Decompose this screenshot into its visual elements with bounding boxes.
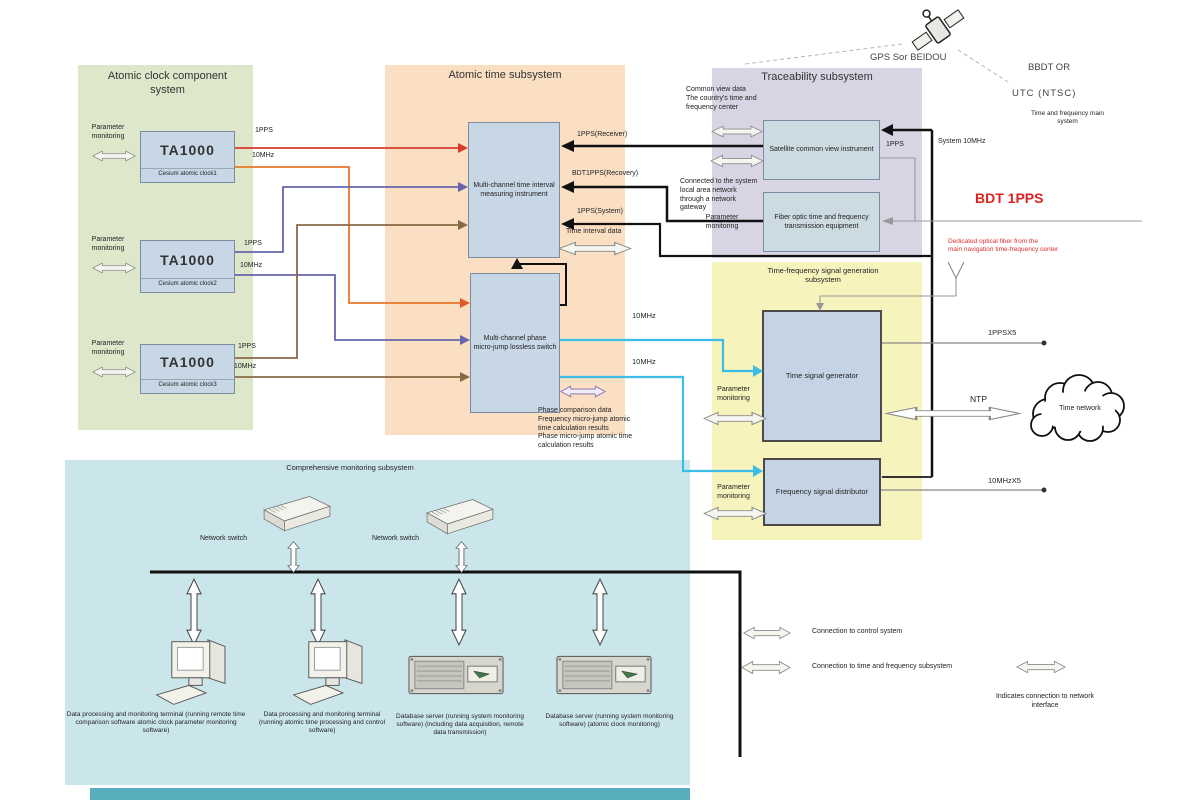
label-phase-comparison-note: Phase comparison data Frequency micro-ju… <box>538 407 633 449</box>
box-fiber-optic-equipment: Fiber optic time and frequency transmiss… <box>763 192 880 252</box>
trace-parameter-monitoring: Parameter monitoring <box>705 214 739 230</box>
clock1-parameter-monitoring: Parameter monitoring <box>91 124 125 140</box>
label-bbdt-or: BBDT OR <box>1028 62 1071 73</box>
label-dedicated-fiber-note: Dedicated optical fiber from the main na… <box>948 238 1059 254</box>
label-pps-system: 1PPS(System) <box>577 208 623 215</box>
clock1-pps-label: 1PPS <box>255 127 273 134</box>
label-switch-out2: 10MHz <box>632 357 656 366</box>
title-atomic-time-subsystem: Atomic time subsystem <box>448 69 562 81</box>
satellite-icon <box>911 9 965 51</box>
label-timefreq-main-system: Time and frequency main system <box>1030 110 1105 126</box>
label-ntp: NTP <box>970 394 987 404</box>
generator-parameter-monitoring: Parameter monitoring <box>717 386 750 402</box>
label-database-server-1: Database server (running system monitori… <box>396 713 524 737</box>
bottom-teal-strip <box>90 788 690 800</box>
label-time-network: Time network <box>1059 405 1101 412</box>
label-gps-beidou: GPS Sor BEIDOU <box>870 52 947 63</box>
label-bdt-pps-recovery: BDT1PPS(Recovery) <box>572 170 639 177</box>
box-satellite-common-view: Satellite common view instrument <box>763 120 880 180</box>
label-pps-receiver: 1PPS(Receiver) <box>577 131 628 138</box>
network-switch-icon <box>263 496 331 532</box>
label-database-server-2: Database server (running system monitori… <box>545 713 674 729</box>
bus-terminal2-arrow <box>310 578 326 646</box>
clock1-model: TA1000 <box>160 142 215 158</box>
terminal-icon <box>293 639 363 705</box>
title-comprehensive-monitoring: Comprehensive monitoring subsystem <box>286 463 414 472</box>
label-satellite-pps: 1PPS <box>886 141 904 148</box>
gateway-arrow <box>710 154 764 168</box>
legend-control-system: Connection to control system <box>812 628 903 635</box>
clock3-freq-label: 10MHz <box>234 363 257 370</box>
time-interval-data-arrow <box>558 241 632 256</box>
network-switch-icon <box>426 499 494 535</box>
clock2-monitoring-arrow <box>92 262 136 274</box>
server-icon <box>556 655 652 695</box>
clock3-monitoring-arrow <box>92 366 136 378</box>
clock3-parameter-monitoring: Parameter monitoring <box>91 340 125 356</box>
label-terminal-2: Data processing and monitoring terminal … <box>258 711 386 735</box>
generator-monitoring-arrow <box>703 411 767 426</box>
label-utc-ntsc: UTC (NTSC) <box>1012 88 1077 99</box>
box-frequency-signal-distributor: Frequency signal distributor <box>763 458 881 526</box>
box-phase-microjump-switch: Multi-channel phase micro-jump lossless … <box>470 273 560 413</box>
clock1-freq-label: 10MHz <box>252 152 275 159</box>
legend-control-arrow <box>743 626 791 640</box>
clock2-model: TA1000 <box>160 251 215 268</box>
legend-network-interface: Indicates connection to network interfac… <box>995 693 1095 709</box>
bus-server2-arrow <box>592 578 608 646</box>
label-network-switch-2: Network switch <box>372 535 420 542</box>
clock3-model: TA1000 <box>160 354 215 370</box>
clock2-name: Cesium atomic clock2 <box>141 278 234 292</box>
label-system-10mhz: System 10MHz <box>938 138 986 145</box>
time-network-cloud <box>1030 374 1125 442</box>
label-switch-out1: 10MHz <box>632 311 656 320</box>
label-bdt-1pps: BDT 1PPS <box>975 190 1044 206</box>
title-atomic-clock-system: Atomic clock component system <box>107 70 228 96</box>
box-cesium-clock-1: TA1000 Cesium atomic clock1 <box>140 131 235 183</box>
distributor-monitoring-arrow <box>703 506 767 521</box>
label-terminal-1: Data processing and monitoring terminal … <box>66 711 246 735</box>
box-cesium-clock-3: TA1000 Cesium atomic clock3 <box>140 344 235 394</box>
label-gateway-note: Connected to the system local area netwo… <box>680 178 758 212</box>
switch2-bus-arrow <box>455 541 468 573</box>
box-time-signal-generator: Time signal generator <box>762 310 882 442</box>
terminal-icon <box>156 639 226 705</box>
clock1-monitoring-arrow <box>92 150 136 162</box>
panel-comprehensive-monitoring <box>65 460 690 785</box>
title-traceability-subsystem: Traceability subsystem <box>761 71 873 83</box>
clock2-parameter-monitoring: Parameter monitoring <box>91 236 125 252</box>
switch1-bus-arrow <box>287 541 300 573</box>
clock2-freq-label: 10MHz <box>240 262 263 269</box>
legend-timefreq-subsystem: Connection to time and frequency subsyst… <box>812 663 953 670</box>
clock1-name: Cesium atomic clock1 <box>141 168 234 182</box>
clock3-pps-label: 1PPS <box>238 343 256 350</box>
title-timefreq-generation: Time-frequency signal generation subsyst… <box>767 266 879 285</box>
box-cesium-clock-2: TA1000 Cesium atomic clock2 <box>140 240 235 293</box>
clock2-pps-label: 1PPS <box>244 240 262 247</box>
label-1ppsx5: 1PPSX5 <box>988 328 1017 337</box>
clock3-name: Cesium atomic clock3 <box>141 379 234 393</box>
legend-timefreq-arrow <box>741 660 791 675</box>
phase-data-arrow <box>560 385 606 398</box>
box-time-interval-measuring: Multi-channel time interval measuring in… <box>468 122 560 258</box>
server-icon <box>408 655 504 695</box>
label-time-interval-data: Time interval data <box>566 228 622 235</box>
label-common-view-data: Common view data The country's time and … <box>686 86 757 111</box>
common-view-arrow <box>711 125 763 138</box>
ntp-arrow <box>885 406 1021 421</box>
label-network-switch-1: Network switch <box>200 535 248 542</box>
distributor-parameter-monitoring: Parameter monitoring <box>717 484 750 500</box>
bus-server1-arrow <box>451 578 467 646</box>
bus-terminal1-arrow <box>186 578 202 646</box>
label-10mhzx5: 10MHzX5 <box>988 476 1021 485</box>
